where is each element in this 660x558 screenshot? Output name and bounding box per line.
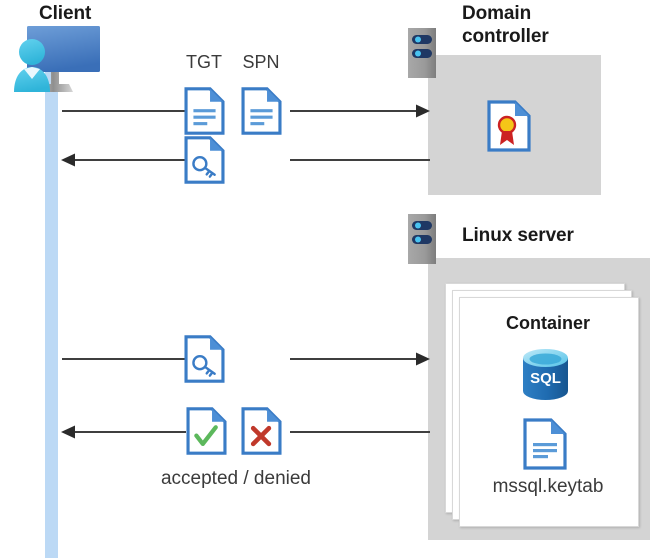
spn-label: SPN: [242, 52, 280, 72]
server-rack-icon-dc: [408, 28, 440, 78]
container-card-front: [459, 297, 639, 527]
container-title: Container: [505, 313, 590, 333]
ticket-key-document-icon-1: [184, 136, 225, 184]
tgt-document-icon: [184, 87, 225, 135]
flow-client-to-dc-line: [62, 104, 430, 118]
keytab-filename-label: mssql.keytab: [492, 476, 604, 497]
client-lifeline: [45, 60, 58, 558]
domain-controller-title: Domain controller: [462, 3, 549, 47]
certificate-document-icon: [487, 100, 531, 152]
server-rack-icon-linux: [408, 214, 440, 264]
flow-dc-to-client-line: [61, 153, 430, 167]
flow-linux-to-client-line: [61, 425, 430, 439]
sql-database-icon: SQL: [520, 348, 571, 401]
svg-text:SQL: SQL: [530, 370, 561, 387]
keytab-document-icon: [523, 418, 567, 470]
spn-document-icon: [241, 87, 282, 135]
denied-cross-document-icon: [241, 407, 282, 455]
client-icon: [6, 22, 110, 94]
accepted-check-document-icon: [186, 407, 227, 455]
flow-client-to-linux-line: [62, 352, 430, 366]
accepted-denied-label: accepted / denied: [160, 468, 311, 489]
ticket-key-document-icon-2: [184, 335, 225, 383]
page-title-client: Client: [39, 3, 92, 24]
tgt-label: TGT: [186, 52, 222, 72]
linux-server-title: Linux server: [462, 225, 574, 246]
